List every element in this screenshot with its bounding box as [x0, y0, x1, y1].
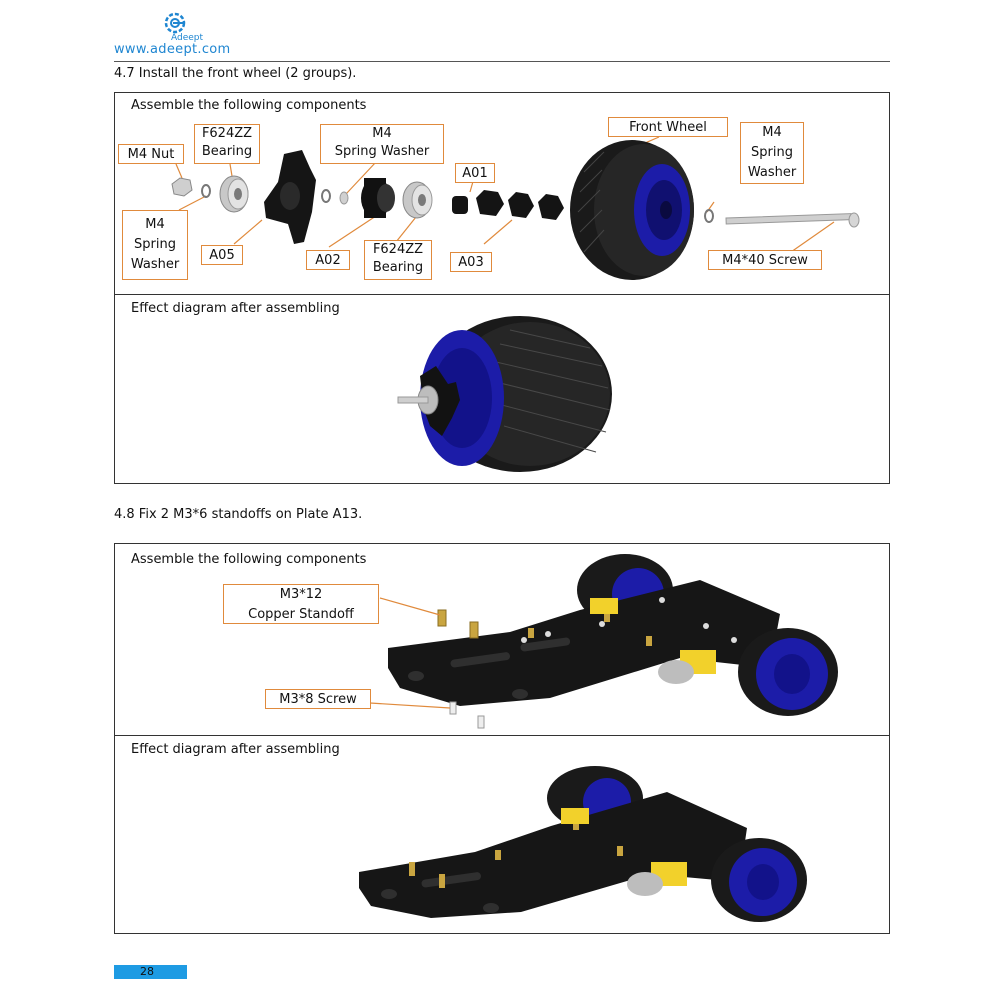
callout-washer-left-line1: M4	[145, 217, 165, 232]
bearing-part-2	[402, 181, 433, 219]
chassis-standoff-illustration	[388, 554, 838, 729]
page-number-badge	[114, 965, 187, 979]
front-wheel-part	[570, 140, 694, 280]
m4-nut-part	[171, 177, 193, 197]
callout-m4-nut: M4 Nut	[118, 144, 184, 164]
callout-f624zz-bearing-2: F624ZZ Bearing	[364, 240, 432, 280]
callout-m3-12-copper-standoff: M3*12 Copper Standoff	[223, 584, 379, 624]
callout-a02: A02	[306, 250, 350, 270]
callout-washer-left-line2: Spring	[134, 237, 176, 252]
callout-washer-right-line3: Washer	[747, 165, 797, 180]
callout-f624zz-bearing-1: F624ZZ Bearing	[194, 124, 260, 164]
callout-bearing-2-line1: F624ZZ	[372, 242, 424, 257]
exploded-front-wheel-illustration	[171, 136, 860, 280]
bearing-part-1	[219, 175, 249, 213]
header-divider	[114, 61, 890, 62]
assembled-front-wheel-illustration	[397, 316, 612, 472]
callout-washer-right-line1: M4	[762, 125, 782, 140]
callout-front-wheel: Front Wheel	[608, 117, 728, 137]
brand-name: Adeept	[171, 33, 204, 43]
callout-bearing-2-line2: Bearing	[372, 260, 424, 275]
panel-4-7-divider	[114, 294, 890, 295]
effect-label-4-7: Effect diagram after assembling	[131, 301, 340, 316]
components-label-4-8: Assemble the following components	[131, 552, 367, 567]
a02-spacer-part	[361, 178, 395, 218]
callout-m4-spring-washer-top: M4 Spring Washer	[320, 124, 444, 164]
components-label-4-7: Assemble the following components	[131, 98, 367, 113]
m4-40-screw-part	[725, 212, 860, 228]
assembled-chassis-illustration	[359, 766, 807, 922]
callout-m4-spring-washer-right: M4 Spring Washer	[740, 122, 804, 184]
page-number: 28	[140, 965, 154, 978]
a05-mount-part	[264, 150, 316, 244]
callout-a01: A01	[455, 163, 495, 183]
callout-m3-8-screw: M3*8 Screw	[265, 689, 371, 709]
callout-bearing-1-line1: F624ZZ	[201, 126, 253, 141]
callout-m4-40-screw: M4*40 Screw	[708, 250, 822, 270]
callout-m4-spring-washer-left: M4 Spring Washer	[122, 210, 188, 280]
brand-url: www.adeept.com	[114, 42, 231, 57]
callout-standoff-line1: M3*12	[279, 587, 323, 602]
callout-washer-right-line2: Spring	[751, 145, 793, 160]
adeept-logo-icon	[164, 12, 186, 34]
callout-bearing-1-line2: Bearing	[201, 144, 253, 159]
callout-a05: A05	[201, 245, 243, 265]
callout-standoff-line2: Copper Standoff	[248, 607, 354, 622]
callout-a03: A03	[450, 252, 492, 272]
callout-washer-top-line2: Spring Washer	[334, 144, 430, 159]
callout-washer-top-line1: M4	[372, 126, 392, 141]
effect-label-4-8: Effect diagram after assembling	[131, 742, 340, 757]
section-title-4-7: 4.7 Install the front wheel (2 groups).	[114, 66, 357, 81]
a01-a03-hex-parts	[452, 190, 564, 220]
copper-standoff-parts	[437, 609, 479, 639]
section-title-4-8: 4.8 Fix 2 M3*6 standoffs on Plate A13.	[114, 507, 363, 522]
panel-4-8-divider	[114, 735, 890, 736]
callout-washer-left-line3: Washer	[130, 257, 180, 272]
